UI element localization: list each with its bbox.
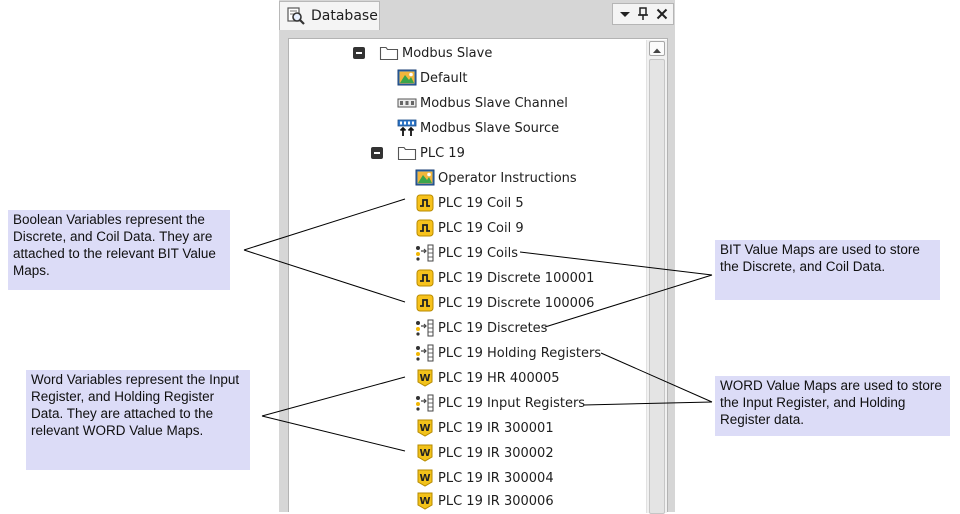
tree-item-label: Modbus Slave Channel [420,95,568,111]
panel-title: Database [311,8,378,24]
svg-text:W: W [419,373,430,384]
boolean-variable-icon [416,269,434,287]
mimic-icon [415,169,435,186]
word-variable-icon: W [417,419,433,437]
tree-item-label: PLC 19 Input Registers [438,395,586,411]
note-boolean-variables: Boolean Variables represent the Discrete… [8,210,230,290]
dropdown-icon[interactable] [616,5,634,23]
tree-item-label: PLC 19 HR 400005 [438,370,560,386]
chevron-up-icon [653,48,661,53]
word-variable-icon: W [417,469,433,487]
tree-item-plc19-coil-5[interactable]: PLC 19 Coil 5 [415,192,524,214]
svg-text:W: W [419,423,430,434]
leader-bit-discretes [544,274,713,328]
tree-item-operator-instructions[interactable]: Operator Instructions [415,167,577,189]
database-search-icon [287,7,305,25]
leader-word-input-registers [583,401,713,406]
leader-bit-coils [519,251,713,276]
word-variable-icon: W [417,444,433,462]
note-word-value-maps: WORD Value Maps are used to store the In… [715,376,950,436]
tree-item-plc19-ir-300004[interactable]: W PLC 19 IR 300004 [415,467,554,489]
leader-word-holding-registers [600,352,713,403]
tree-item-label: Modbus Slave [402,45,493,61]
value-map-icon [416,319,434,337]
svg-text:W: W [419,448,430,459]
tree-item-label: PLC 19 Coil 5 [438,195,524,211]
boolean-variable-icon [416,294,434,312]
tree-item-plc19-coil-9[interactable]: PLC 19 Coil 9 [415,217,524,239]
leader-word-hr-400005 [261,376,406,417]
value-map-icon [416,244,434,262]
tree-item-plc19-discrete-100001[interactable]: PLC 19 Discrete 100001 [415,267,594,289]
value-map-icon [416,394,434,412]
svg-text:W: W [419,496,430,507]
boolean-variable-icon [416,194,434,212]
database-tab[interactable]: Database [279,1,380,30]
tree-item-label: Default [420,70,468,86]
leader-boolean-coil5 [243,198,406,251]
tree-item-label: PLC 19 IR 300002 [438,445,554,461]
tree-item-default[interactable]: Default [397,67,468,89]
folder-icon [397,146,417,161]
scroll-up-button[interactable] [649,41,665,56]
tree-item-label: PLC 19 Discrete 100006 [438,295,595,311]
word-variable-icon: W [417,492,433,510]
vertical-scrollbar[interactable] [646,40,667,514]
tree-item-label: Modbus Slave Source [420,120,560,136]
tree-item-label: PLC 19 IR 300004 [438,470,554,486]
tree-item-label: PLC 19 IR 300001 [438,420,554,436]
tree-item-plc19-ir-300002[interactable]: W PLC 19 IR 300002 [415,442,554,464]
word-variable-icon: W [417,369,433,387]
note-bit-value-maps: BIT Value Maps are used to store the Dis… [715,240,940,300]
source-icon [397,119,417,136]
collapse-modbus-slave-icon[interactable] [353,47,365,59]
leader-word-ir-300002 [261,415,406,452]
tree-item-label: PLC 19 Coils [438,245,518,261]
tree-item-plc19-holding-registers[interactable]: PLC 19 Holding Registers [415,342,601,364]
note-word-variables: Word Variables represent the Input Regis… [26,370,250,470]
collapse-plc19-icon[interactable] [371,147,383,159]
tree-item-label: PLC 19 IR 300006 [438,493,554,509]
tree-item-plc19-ir-300006[interactable]: W PLC 19 IR 300006 [415,490,554,512]
tree-item-modbus-slave-channel[interactable]: Modbus Slave Channel [397,92,568,114]
panel-controls [612,3,674,25]
tree-item-plc19-hr-400005[interactable]: W PLC 19 HR 400005 [415,367,560,389]
tree-item-plc19-input-registers[interactable]: PLC 19 Input Registers [415,392,585,414]
tree-item-plc19-discrete-100006[interactable]: PLC 19 Discrete 100006 [415,292,594,314]
tree-item-plc19-discretes[interactable]: PLC 19 Discretes [415,317,547,339]
tree-item-label: PLC 19 Discrete 100001 [438,270,595,286]
tree-item-modbus-slave[interactable]: Modbus Slave [379,42,492,64]
pin-icon[interactable] [634,5,652,23]
mimic-icon [397,69,417,86]
tree-item-plc19[interactable]: PLC 19 [397,142,465,164]
tree-item-label: Operator Instructions [438,170,577,186]
svg-text:W: W [419,473,430,484]
tree-item-label: PLC 19 Discretes [438,320,548,336]
leader-boolean-discrete-100006 [243,249,406,303]
boolean-variable-icon [416,219,434,237]
folder-icon [379,46,399,61]
database-panel: Database [279,0,675,514]
database-tree [288,38,668,514]
tree-item-label: PLC 19 [420,145,465,161]
tree-item-plc19-ir-300001[interactable]: W PLC 19 IR 300001 [415,417,554,439]
tree-item-label: PLC 19 Holding Registers [438,345,602,361]
close-icon[interactable] [653,5,671,23]
channel-icon [397,98,417,108]
tree-item-label: PLC 19 Coil 9 [438,220,524,236]
tree-item-modbus-slave-source[interactable]: Modbus Slave Source [397,117,559,139]
tree-item-plc19-coils[interactable]: PLC 19 Coils [415,242,518,264]
value-map-icon [416,344,434,362]
